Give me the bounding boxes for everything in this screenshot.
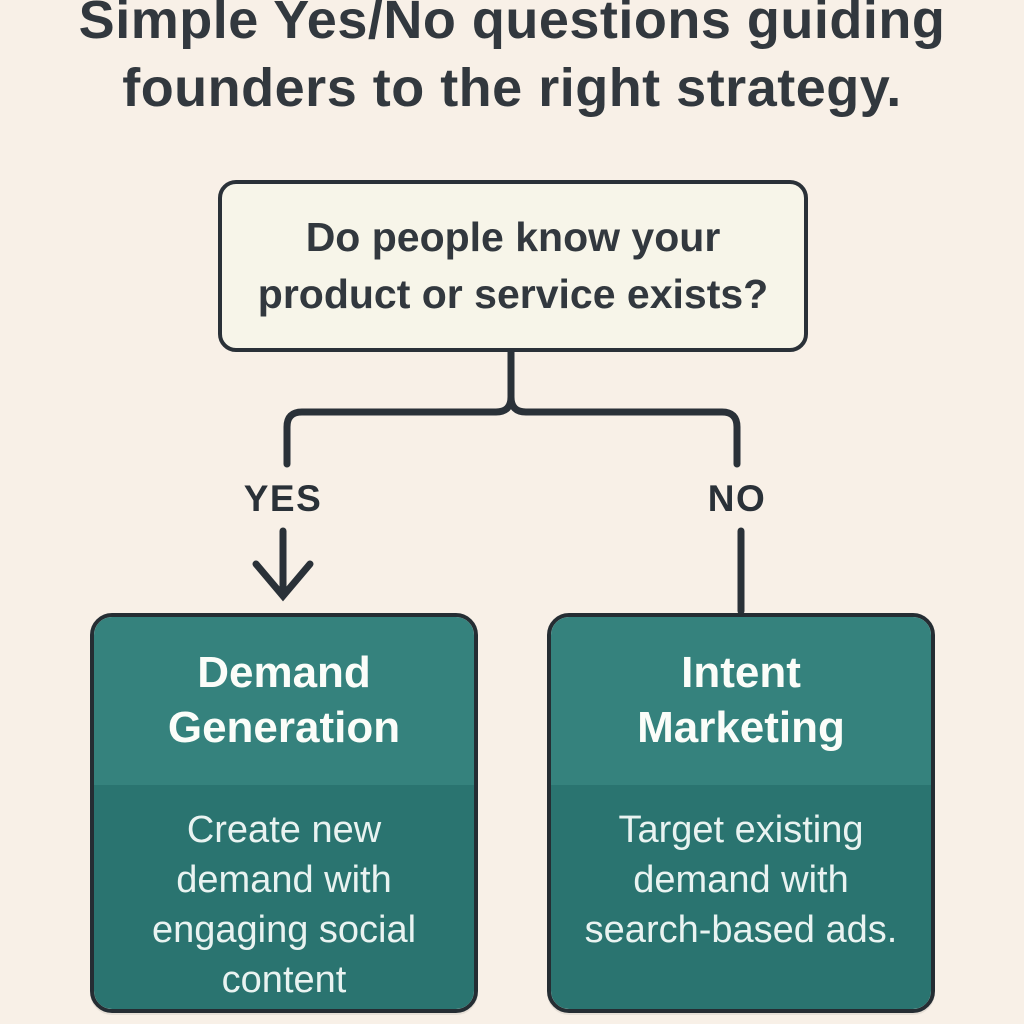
- no-label: NO: [707, 478, 767, 519]
- question-text: Do people know your product or service e…: [257, 214, 769, 317]
- page-title: Simple Yes/No questions guiding founders…: [78, 0, 946, 119]
- outcome-box-intent-marketing: Intent Marketing Target existing demand …: [547, 613, 935, 1013]
- outcome-description: Target existing demand with search-based…: [551, 785, 931, 1009]
- yes-arrowhead-icon: [252, 560, 314, 602]
- no-branch-line: [507, 348, 741, 468]
- yes-branch-line: [283, 348, 515, 468]
- outcome-heading: Intent Marketing: [551, 617, 931, 785]
- outcome-heading: Demand Generation: [94, 617, 474, 785]
- yes-label: YES: [243, 478, 323, 519]
- question-box: Do people know your product or service e…: [218, 180, 808, 352]
- outcome-box-demand-generation: Demand Generation Create new demand with…: [90, 613, 478, 1013]
- outcome-description: Create new demand with engaging social c…: [94, 785, 474, 1009]
